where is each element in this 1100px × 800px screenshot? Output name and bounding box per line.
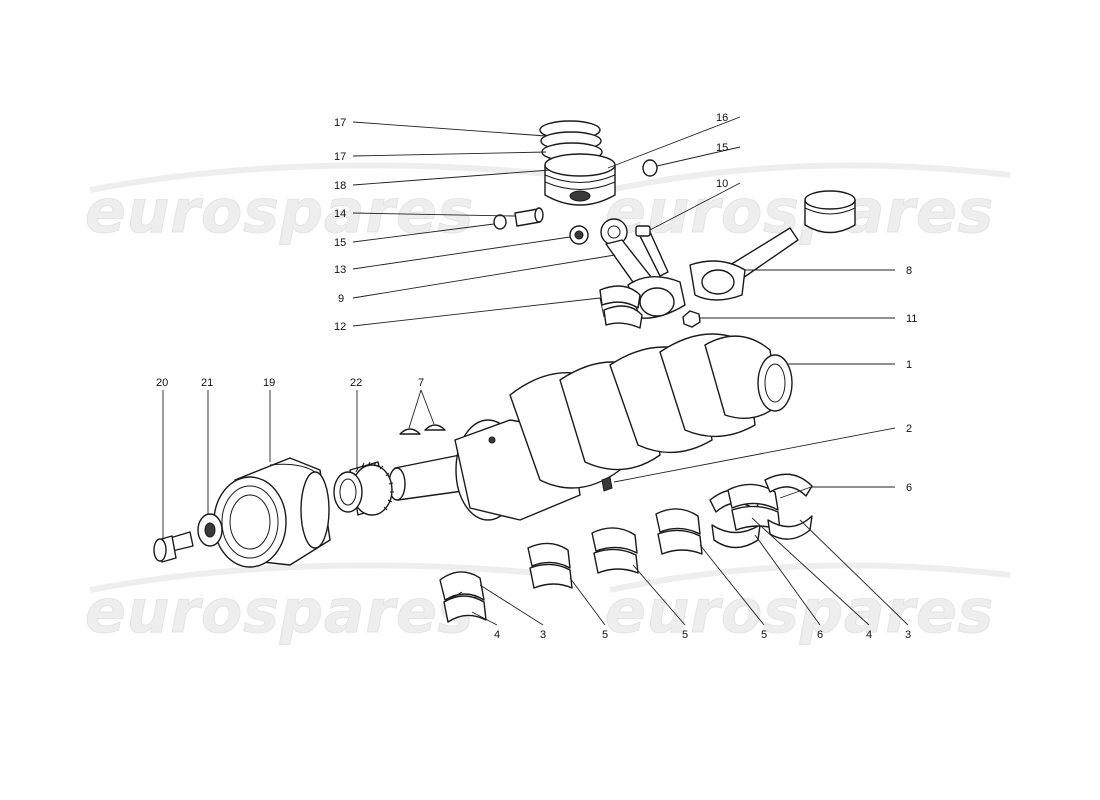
circlip-right bbox=[642, 159, 658, 177]
crankshaft bbox=[388, 333, 793, 521]
conrod-nut bbox=[682, 310, 701, 328]
callout-3: 3 bbox=[540, 629, 546, 641]
callout-17: 17 bbox=[334, 151, 346, 163]
callout-5: 5 bbox=[602, 629, 608, 641]
callout-15: 15 bbox=[716, 142, 728, 154]
circlip-left bbox=[493, 214, 507, 230]
watermark-bottom-right: eurospares bbox=[605, 562, 1011, 648]
watermark-top-left: eurospares bbox=[85, 162, 561, 248]
callout-5: 5 bbox=[761, 629, 767, 641]
leader-lines bbox=[162, 116, 909, 626]
main-bearing-shell-4a bbox=[439, 571, 487, 623]
washer bbox=[197, 513, 223, 547]
gudgeon-pin bbox=[514, 207, 544, 227]
small-end-bush bbox=[569, 225, 589, 245]
callout-4: 4 bbox=[494, 629, 500, 641]
piston-conrod-assembly bbox=[689, 190, 856, 301]
callout-16: 16 bbox=[716, 112, 728, 124]
main-bearing-shell-5a bbox=[527, 542, 573, 589]
callout-6: 6 bbox=[817, 629, 823, 641]
callout-4: 4 bbox=[866, 629, 872, 641]
piston bbox=[544, 153, 616, 206]
dowel-pin bbox=[601, 476, 613, 492]
main-bearing-shell-5c bbox=[655, 508, 703, 555]
callout-labels: 17 17 18 14 15 13 9 12 16 15 10 8 11 1 2… bbox=[156, 112, 917, 641]
callout-2: 2 bbox=[906, 423, 912, 435]
callout-17: 17 bbox=[334, 117, 346, 129]
callout-19: 19 bbox=[263, 377, 275, 389]
callout-21: 21 bbox=[201, 377, 213, 389]
callout-1: 1 bbox=[906, 359, 912, 371]
callout-8: 8 bbox=[906, 265, 912, 277]
callout-14: 14 bbox=[334, 208, 346, 220]
conrod-bolt bbox=[635, 225, 669, 277]
callout-15: 15 bbox=[334, 237, 346, 249]
connecting-rod bbox=[600, 218, 686, 319]
main-bearing-shell-5b bbox=[591, 527, 639, 574]
callout-20: 20 bbox=[156, 377, 168, 389]
watermark-bottom-left: eurospares bbox=[85, 562, 561, 648]
crankshaft-pulley bbox=[213, 457, 331, 568]
watermark-text: eurospares bbox=[605, 177, 994, 247]
callout-9: 9 bbox=[338, 293, 344, 305]
callout-5: 5 bbox=[682, 629, 688, 641]
watermark-text: eurospares bbox=[605, 577, 994, 647]
callout-6: 6 bbox=[906, 482, 912, 494]
callout-18: 18 bbox=[334, 180, 346, 192]
big-end-bearing-shells bbox=[599, 285, 643, 329]
callout-3: 3 bbox=[905, 629, 911, 641]
callout-11: 11 bbox=[906, 313, 917, 325]
woodruff-keys bbox=[399, 424, 446, 435]
watermark-text: eurospares bbox=[85, 177, 474, 247]
watermark-text: eurospares bbox=[85, 577, 474, 647]
pulley-bolt bbox=[153, 531, 194, 563]
timing-gear bbox=[333, 461, 394, 516]
callout-12: 12 bbox=[334, 321, 346, 333]
watermark-top-right: eurospares bbox=[605, 162, 1011, 248]
callout-13: 13 bbox=[334, 264, 346, 276]
callout-10: 10 bbox=[716, 178, 728, 190]
callout-7: 7 bbox=[418, 377, 424, 389]
callout-22: 22 bbox=[350, 377, 362, 389]
